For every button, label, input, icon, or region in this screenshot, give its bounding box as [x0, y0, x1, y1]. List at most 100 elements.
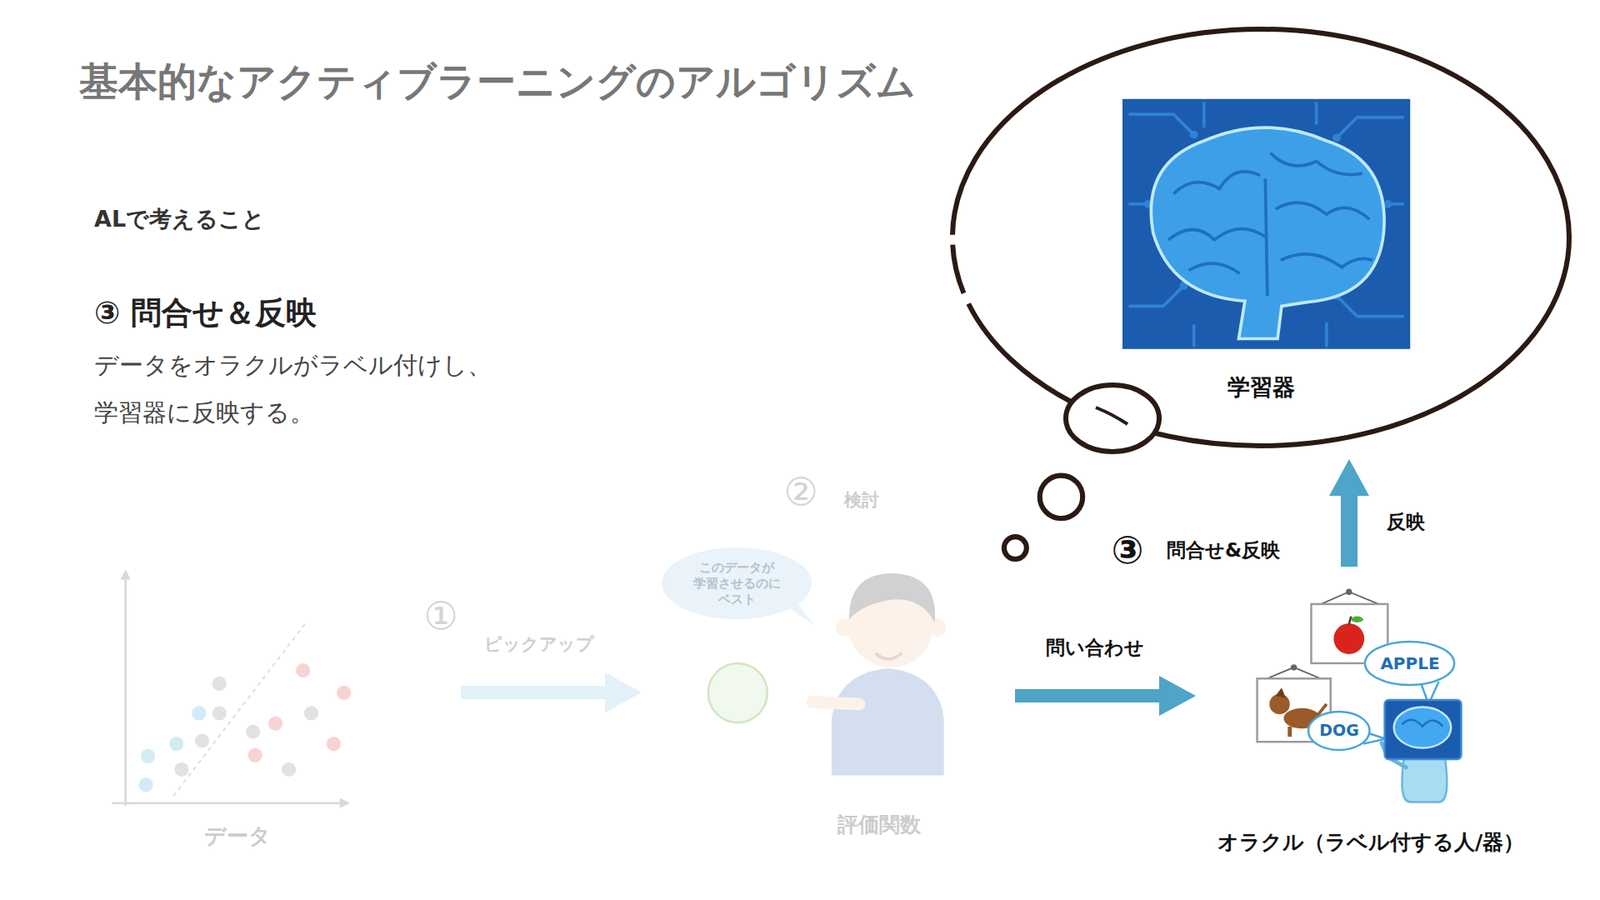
title-holder: 基本的なアクティブラーニングのアルゴリズム	[79, 58, 916, 105]
learner-brain-image	[1315, 101, 1319, 125]
speech-bubble: このデータが 学習させるのに ベスト	[660, 545, 814, 621]
learner-brain-image	[1325, 322, 1329, 347]
oracle-robot	[1381, 700, 1462, 802]
slide-title: 基本的なアクティブラーニングのアルゴリズム	[79, 58, 916, 105]
node-text: データ	[204, 822, 271, 850]
learner-brain-image	[1173, 171, 1260, 195]
label-holder: ②	[783, 469, 818, 515]
oracle-robot	[1401, 720, 1443, 727]
learner-brain-image	[1122, 99, 1410, 350]
label-holder: ③	[1111, 527, 1145, 574]
scatter-plot	[112, 801, 343, 804]
scatter-plot	[295, 663, 310, 678]
edge-label: ピックアップ	[484, 634, 595, 655]
scatter-plot	[140, 749, 155, 764]
data-plot: データ	[116, 566, 359, 855]
learner-brain-image	[1168, 153, 1373, 296]
person-figure	[875, 653, 903, 660]
label-bubble: APPLE	[1363, 640, 1456, 687]
learner-brain-image	[1122, 99, 1410, 350]
bubble-shape	[1308, 711, 1370, 750]
node-text: このデータが 学習させるのに ベスト	[693, 560, 781, 608]
scatter-plot	[173, 622, 306, 796]
scatter-plot	[281, 762, 296, 777]
label-holder: 問い合わせ	[1045, 636, 1145, 660]
oracle-robot	[1385, 700, 1462, 760]
label-holder: ピックアップ	[484, 634, 595, 655]
learner-brain-image	[1280, 254, 1373, 268]
oracle: APPLE DOG オラクル（ラベル付する人/器）	[1204, 595, 1538, 859]
node-text: 学習器	[1227, 373, 1295, 402]
flow-arrow	[1340, 495, 1358, 567]
edge-label: 反映	[1386, 510, 1425, 535]
learner-brain-image	[1336, 295, 1405, 316]
scatter-plot	[248, 748, 263, 763]
learner-brain-image	[1128, 114, 1194, 135]
scatter-plot	[174, 762, 189, 777]
scatter-plot	[268, 716, 283, 731]
node-text: 評価関数	[837, 811, 921, 838]
callout-number: ①	[423, 593, 458, 640]
candidate-point	[708, 663, 768, 723]
learner-brain-image	[1192, 324, 1196, 347]
node-text: オラクル（ラベル付する人/器）	[1217, 829, 1525, 855]
label-bubble: DOG	[1306, 710, 1371, 752]
thought-circles	[1004, 475, 1083, 560]
apple-picture	[1345, 589, 1352, 595]
learner-brain-image	[1202, 101, 1206, 128]
flow-arrow	[460, 685, 605, 700]
scatter-plot	[195, 733, 210, 748]
scatter-plot	[191, 705, 206, 720]
scatter-plot	[212, 705, 227, 720]
step-heading: ③ 問合せ＆反映	[94, 295, 317, 332]
learner-brain-image	[1128, 101, 1405, 347]
learner-brain-image	[1128, 285, 1184, 306]
apple-picture	[1333, 623, 1365, 655]
flow-arrow	[1015, 689, 1160, 703]
label-holder: ①	[423, 593, 458, 640]
bubble-shape	[1365, 641, 1455, 685]
label-holder: 検討	[844, 490, 880, 511]
person-figure	[849, 573, 935, 623]
evaluation-function: 評価関数	[795, 575, 963, 855]
scatter-plot	[245, 724, 260, 739]
oracle-robot	[1401, 757, 1447, 803]
step-name: 問合せ&反映	[1166, 539, 1280, 563]
thought-shape	[952, 29, 1570, 446]
learner-brain-image	[1189, 263, 1240, 274]
learner-brain-image	[1265, 178, 1267, 296]
learner-thought-bubble: 学習器	[949, 25, 1573, 450]
learner-brain-image	[1190, 130, 1199, 140]
scatter-plot	[336, 685, 351, 700]
step-description: データをオラクルがラベル付けし、 学習器に反映する。	[94, 341, 492, 437]
label-holder: 問合せ&反映	[1166, 539, 1280, 563]
scatter-plot	[139, 777, 154, 792]
person-figure	[812, 573, 946, 776]
candidate-point	[708, 663, 768, 723]
dog-picture	[1269, 694, 1290, 715]
learner-brain-image	[1150, 127, 1385, 339]
dog-picture	[1275, 687, 1286, 698]
person-figure	[831, 668, 945, 776]
learner-brain-image	[1275, 202, 1370, 220]
node-text: DOG	[1319, 720, 1360, 741]
thought-circle	[1065, 385, 1160, 452]
apple-picture	[1349, 616, 1351, 625]
section-heading: ALで考えること	[94, 205, 265, 233]
apple-picture	[1350, 616, 1364, 623]
scatter-plot	[120, 569, 130, 580]
learner-brain-image	[1168, 229, 1265, 240]
learner-brain-image	[1270, 153, 1362, 175]
dog-picture	[1287, 726, 1292, 737]
scatter-plot	[212, 676, 227, 691]
step-name: 検討	[844, 490, 880, 511]
thought-circles	[1040, 475, 1083, 519]
label-holder: ③ 問合せ＆反映	[94, 295, 317, 332]
scatter-plot	[304, 705, 319, 720]
label-holder: データをオラクルがラベル付けし、 学習器に反映する。	[94, 341, 492, 437]
learner-brain-image	[1336, 117, 1405, 138]
scatter-plot	[124, 577, 126, 806]
